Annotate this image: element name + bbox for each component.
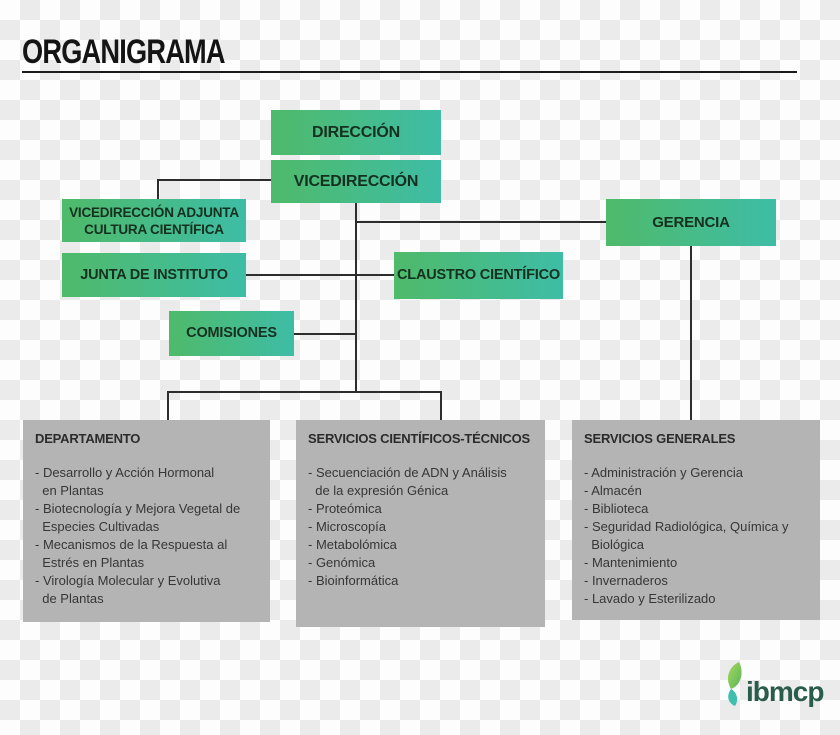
- section-list-line: - Biotecnología y Mejora Vegetal de: [35, 501, 241, 516]
- section-list-line: - Lavado y Esterilizado: [584, 591, 716, 606]
- node-comisiones: COMISIONES: [169, 311, 294, 356]
- section-list-line: en Plantas: [35, 483, 104, 498]
- section-list-line: - Mecanismos de la Respuesta al: [35, 537, 228, 552]
- section-servicios-generales-list: - Administración y Gerencia - Almacén - Bi…: [584, 464, 814, 608]
- node-claustro-cientifico: CLAUSTRO CIENTÍFICO: [394, 252, 563, 299]
- section-list-line: Especies Cultivadas: [35, 519, 160, 534]
- section-list-line: - Invernaderos: [584, 573, 668, 588]
- connector-departamento-drop-v: [167, 391, 169, 420]
- node-vicedireccion: VICEDIRECCIÓN: [271, 160, 441, 203]
- node-vicedireccion-adjunta-line2: CULTURA CIENTÍFICA: [84, 221, 224, 237]
- node-vicedireccion-adjunta-line1: VICEDIRECCIÓN ADJUNTA: [69, 204, 239, 220]
- section-list-line: de Plantas: [35, 591, 104, 606]
- node-direccion: DIRECCIÓN: [271, 110, 441, 155]
- node-direccion-label: DIRECCIÓN: [312, 124, 400, 141]
- node-vicedireccion-label: VICEDIRECCIÓN: [293, 173, 419, 190]
- section-list-line: - Desarrollo y Acción Hormonal: [35, 465, 215, 480]
- node-vicedireccion-adjunta: VICEDIRECCIÓN ADJUNTA CULTURA CIENTÍFICA: [62, 199, 246, 242]
- connector-vicedireccion-adjunta-h: [157, 179, 272, 181]
- section-list-line: - Almacén: [584, 483, 642, 498]
- connector-vicedireccion-adjunta-v: [157, 179, 159, 200]
- section-servicios-cientificos-tecnicos-list: - Secuenciación de ADN y Análisis de la …: [308, 464, 539, 590]
- section-departamento-title: DEPARTAMENTO: [35, 431, 141, 446]
- section-departamento: DEPARTAMENTO - Desarrollo y Acción Hormo…: [23, 420, 270, 622]
- page-title: ORGANIGRAMA: [22, 33, 226, 71]
- section-list-line: - Administración y Gerencia: [584, 465, 743, 480]
- node-junta-instituto: JUNTA DE INSTITUTO: [62, 253, 246, 297]
- section-list-line: Biológica: [584, 537, 644, 552]
- ibmcp-logo-text: ibmcp: [746, 676, 823, 707]
- connector-gerencia-h: [356, 221, 606, 223]
- connector-servicios-tecnicos-drop-v: [440, 391, 442, 420]
- connector-gerencia-generales-v: [690, 246, 692, 420]
- section-list-line: - Seguridad Radiológica, Química y: [584, 519, 789, 534]
- connector-bottom-h: [167, 391, 442, 393]
- section-servicios-generales-title: SERVICIOS GENERALES: [584, 431, 736, 446]
- ibmcp-logo: ibmcp: [722, 658, 826, 710]
- ibmcp-logo-svg: ibmcp: [727, 662, 824, 707]
- section-list-line: - Metabolómica: [308, 537, 397, 552]
- leaf-icon: [727, 662, 742, 706]
- section-departamento-list: - Desarrollo y Acción Hormonal en Planta…: [35, 464, 264, 608]
- section-list-line: - Mantenimiento: [584, 555, 678, 570]
- title-underline: [22, 71, 797, 73]
- section-list-line: - Proteómica: [308, 501, 382, 516]
- section-list-line: - Virología Molecular y Evolutiva: [35, 573, 221, 588]
- node-comisiones-label: COMISIONES: [186, 325, 277, 341]
- section-list-line: - Secuenciación de ADN y Análisis: [308, 465, 507, 480]
- section-servicios-cientificos-tecnicos: SERVICIOS CIENTÍFICOS-TÉCNICOS - Secuenc…: [296, 420, 545, 627]
- connector-trunk-v: [355, 203, 357, 393]
- section-servicios-generales: SERVICIOS GENERALES - Administración y G…: [572, 420, 820, 620]
- node-gerencia: GERENCIA: [606, 199, 776, 246]
- section-list-line: - Bioinformática: [308, 573, 399, 588]
- section-list-line: - Microscopía: [308, 519, 387, 534]
- connector-comisiones-h: [294, 333, 356, 335]
- section-list-line: de la expresión Génica: [308, 483, 449, 498]
- section-list-line: - Genómica: [308, 555, 376, 570]
- node-junta-instituto-label: JUNTA DE INSTITUTO: [80, 266, 228, 283]
- node-gerencia-label: GERENCIA: [652, 214, 730, 231]
- connector-junta-claustro-h: [246, 274, 394, 276]
- section-list-line: Estrés en Plantas: [35, 555, 145, 570]
- section-servicios-cientificos-tecnicos-title: SERVICIOS CIENTÍFICOS-TÉCNICOS: [308, 431, 531, 446]
- section-list-line: - Biblioteca: [584, 501, 649, 516]
- node-claustro-cientifico-label: CLAUSTRO CIENTÍFICO: [397, 267, 560, 283]
